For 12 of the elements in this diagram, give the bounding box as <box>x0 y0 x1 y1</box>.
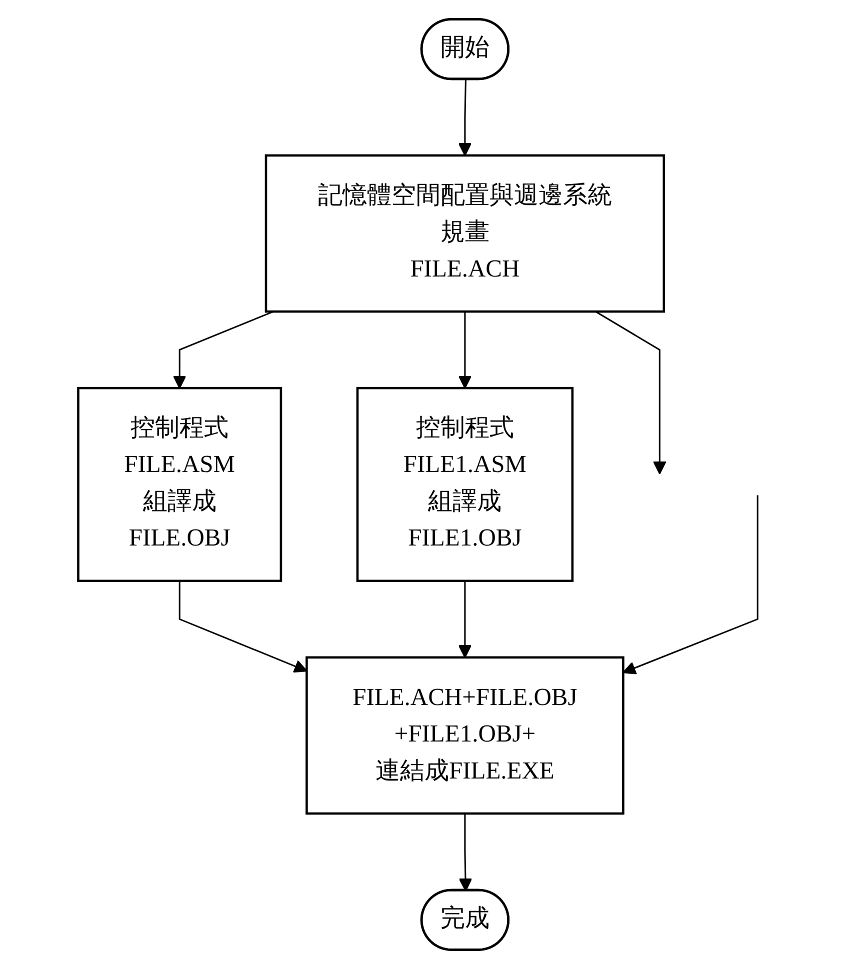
arrow <box>178 580 308 673</box>
node-box: FILE.ACH+FILE.OBJ +FILE1.OBJ+ 連結成FILE.EXE <box>305 656 624 815</box>
arrow <box>458 580 472 658</box>
arrow <box>622 495 758 674</box>
arrow <box>458 80 472 156</box>
arrow <box>458 312 472 389</box>
arrow <box>594 310 666 474</box>
node-box: 控制程式 FILE1.ASM 組譯成 FILE1.OBJ <box>356 386 574 582</box>
arrow <box>458 814 472 892</box>
node-box: 控制程式 FILE.ASM 組譯成 FILE.OBJ <box>76 386 282 582</box>
arrow <box>172 310 274 389</box>
node-box: 記憶體空間配置與週邊系統規畫 FILE.ACH <box>264 154 665 313</box>
